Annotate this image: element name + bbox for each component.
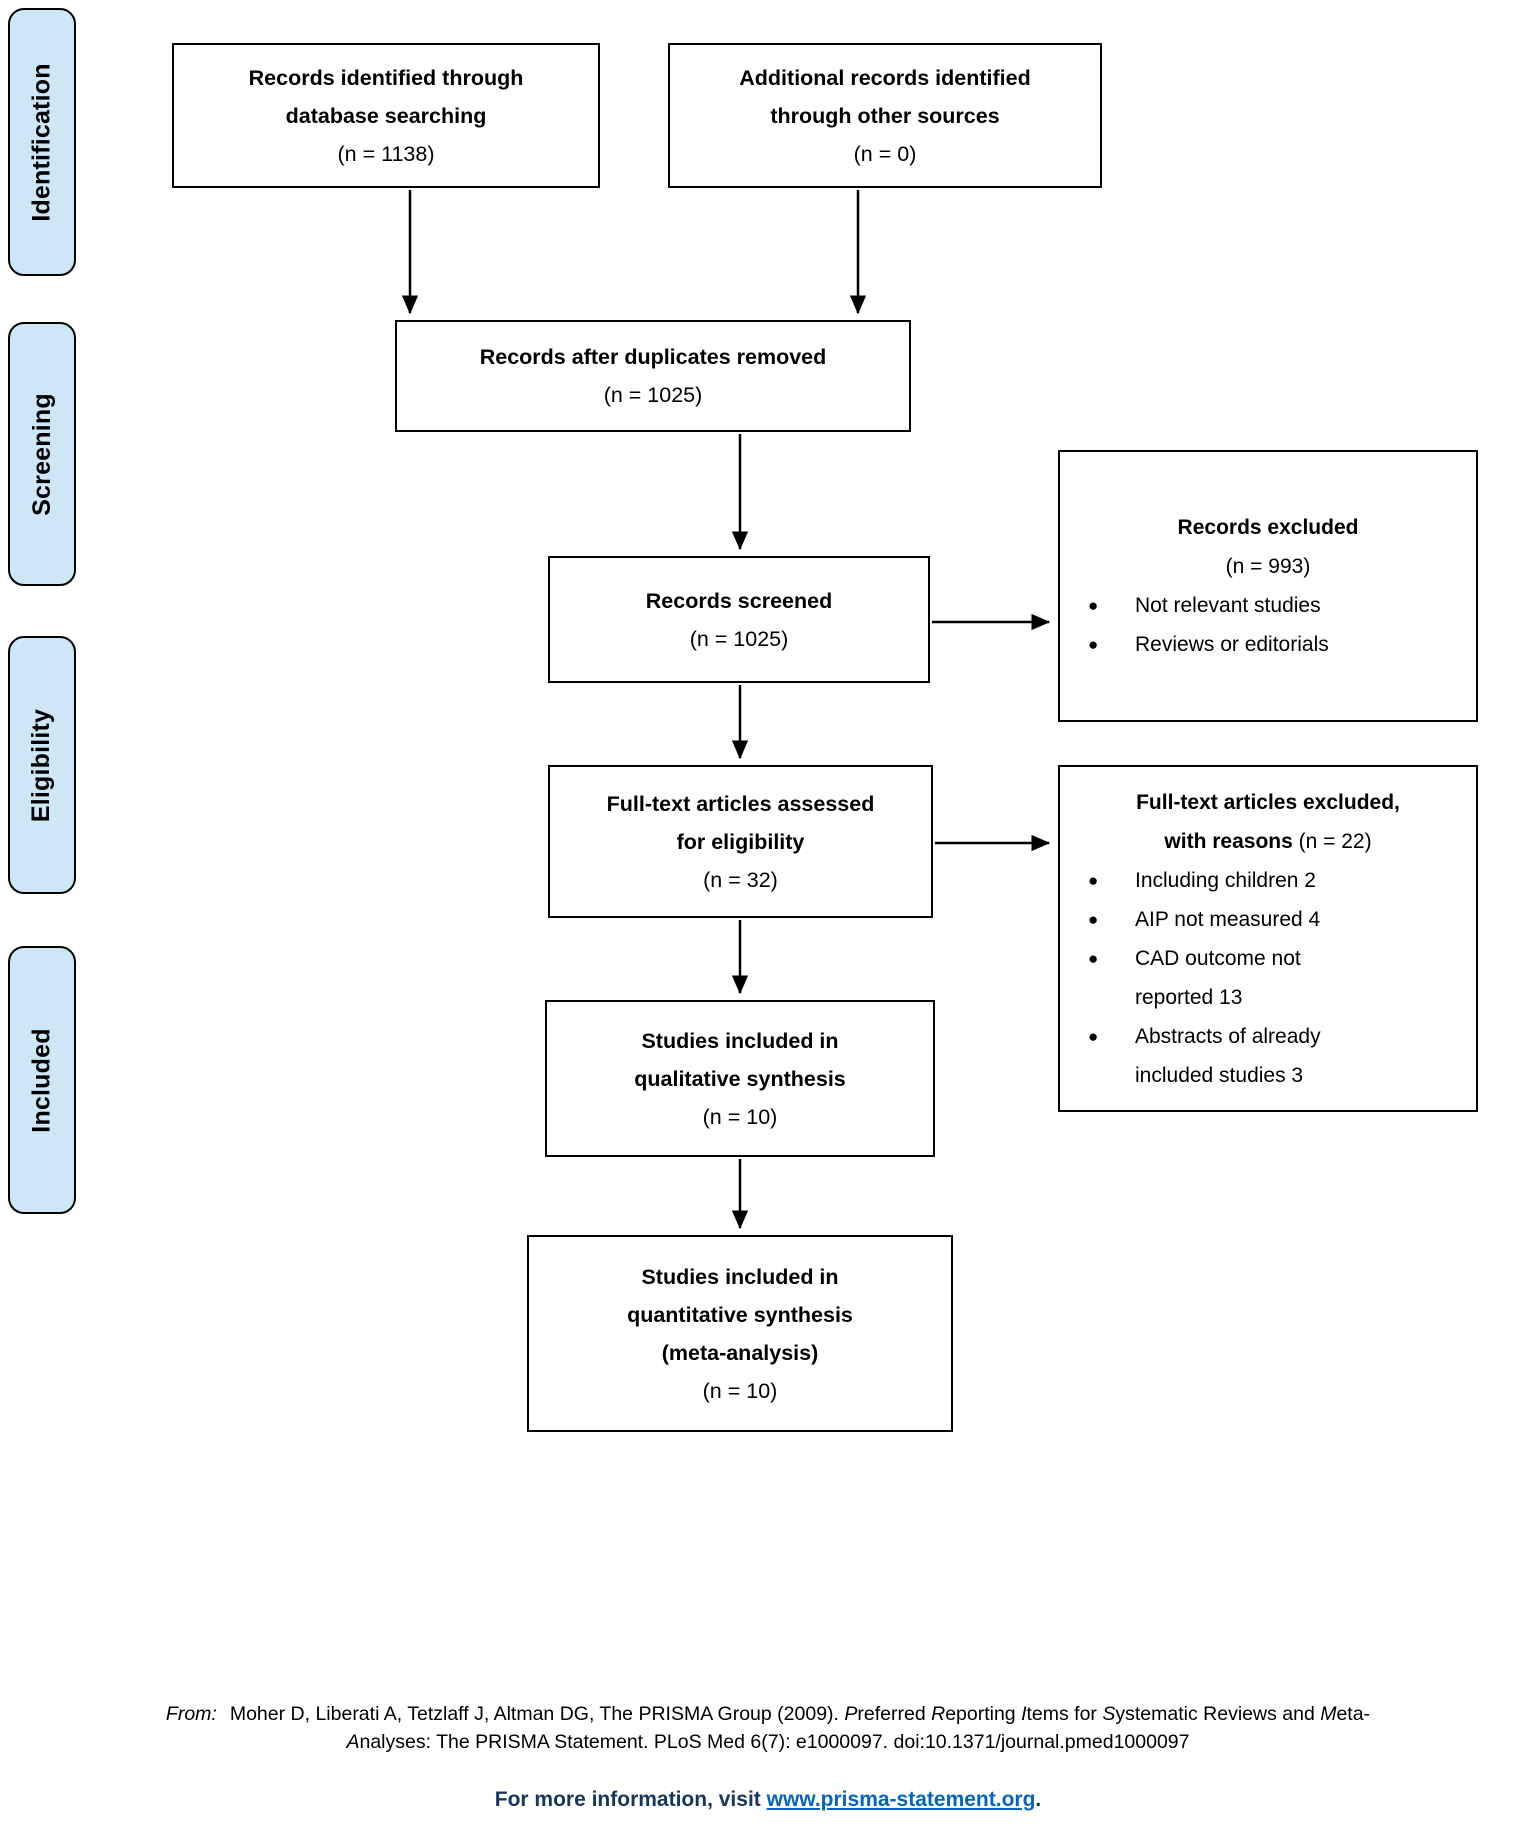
box-quantitative-line1: Studies included in bbox=[641, 1264, 839, 1289]
box-records-screened-count: (n = 1025) bbox=[689, 626, 789, 651]
box-quantitative-count: (n = 10) bbox=[702, 1378, 778, 1403]
reason-cad-outcome: CAD outcome not reported 13 bbox=[1135, 946, 1301, 1009]
stage-band-identification: Identification bbox=[8, 8, 76, 276]
bullet-icon: ● bbox=[1088, 596, 1099, 615]
box-quantitative-synthesis: Studies included in quantitative synthes… bbox=[527, 1235, 953, 1432]
box-fulltext-excluded-title: Full-text articles excluded, bbox=[1136, 790, 1400, 814]
citation-line2: nalyses: The PRISMA Statement. PLoS Med … bbox=[359, 1731, 1190, 1753]
reason-reviews-editorials: Reviews or editorials bbox=[1135, 633, 1329, 656]
box-records-screened: Records screened (n = 1025) bbox=[548, 556, 930, 683]
box-duplicates-removed: Records after duplicates removed (n = 10… bbox=[395, 320, 911, 432]
citation-line2-initial: A bbox=[346, 1731, 360, 1753]
list-item: ● AIP not measured 4 bbox=[1088, 900, 1462, 939]
bullet-icon: ● bbox=[1088, 909, 1099, 929]
more-info-period: . bbox=[1035, 1788, 1042, 1811]
records-excluded-reasons-list: ● Not relevant studies ● Reviews or edit… bbox=[1074, 586, 1462, 664]
box-duplicates-removed-count: (n = 1025) bbox=[603, 383, 703, 407]
list-item: ● Including children 2 bbox=[1088, 861, 1462, 900]
box-additional-records-line2: through other sources bbox=[770, 103, 1000, 128]
box-additional-records-line1: Additional records identified bbox=[739, 65, 1031, 90]
box-records-excluded-title: Records excluded bbox=[1177, 516, 1359, 539]
box-records-identified-line1: Records identified through bbox=[248, 65, 524, 90]
subtitle-with-reasons: with reasons bbox=[1164, 829, 1293, 853]
box-qualitative-line1: Studies included in bbox=[641, 1028, 839, 1053]
list-item: ● Reviews or editorials bbox=[1088, 625, 1462, 664]
box-records-excluded-count: (n = 993) bbox=[1225, 555, 1311, 578]
box-records-excluded: Records excluded (n = 993) ● Not relevan… bbox=[1058, 450, 1478, 722]
box-records-identified-count: (n = 1138) bbox=[337, 141, 435, 166]
box-fulltext-assessed: Full-text articles assessed for eligibil… bbox=[548, 765, 933, 918]
reason-including-children: Including children 2 bbox=[1135, 868, 1316, 892]
bullet-icon: ● bbox=[1088, 948, 1099, 968]
box-quantitative-line3: (meta-analysis) bbox=[661, 1340, 819, 1365]
box-additional-records-count: (n = 0) bbox=[853, 141, 917, 166]
citation: From: Moher D, Liberati A, Tetzlaff J, Al… bbox=[165, 1703, 1371, 1753]
box-records-identified-line2: database searching bbox=[285, 103, 487, 128]
box-fulltext-excluded-count: (n = 22) bbox=[1298, 829, 1372, 853]
bullet-icon: ● bbox=[1088, 1026, 1099, 1046]
box-records-screened-line1: Records screened bbox=[645, 588, 833, 613]
citation-authors: Moher D, Liberati A, Tetzlaff J, Altman … bbox=[229, 1703, 845, 1725]
box-fulltext-assessed-line2: for eligibility bbox=[676, 829, 805, 854]
reason-not-relevant: Not relevant studies bbox=[1135, 594, 1321, 617]
list-item: ● Abstracts of already included studies … bbox=[1088, 1017, 1462, 1095]
more-info-line: For more information, visit www.prisma-s… bbox=[0, 1788, 1536, 1812]
reason-aip-not-measured: AIP not measured 4 bbox=[1135, 907, 1321, 931]
citation-from-label: From: bbox=[165, 1703, 217, 1725]
stage-band-eligibility: Eligibility bbox=[8, 636, 76, 894]
box-qualitative-synthesis: Studies included in qualitative synthesi… bbox=[545, 1000, 935, 1157]
box-quantitative-line2: quantitative synthesis bbox=[627, 1302, 853, 1327]
list-item: ● Not relevant studies bbox=[1088, 586, 1462, 625]
fulltext-excluded-reasons-list: ● Including children 2 ● AIP not measure… bbox=[1074, 861, 1462, 1095]
box-fulltext-excluded: Full-text articles excluded, with reason… bbox=[1058, 765, 1478, 1112]
prisma-statement-link[interactable]: www.prisma-statement.org bbox=[766, 1788, 1036, 1811]
box-records-identified: Records identified through database sear… bbox=[172, 43, 600, 188]
stage-band-screening: Screening bbox=[8, 322, 76, 586]
list-item: ● CAD outcome not reported 13 bbox=[1088, 939, 1462, 1017]
bullet-icon: ● bbox=[1088, 635, 1099, 654]
stage-band-included: Included bbox=[8, 946, 76, 1214]
bullet-icon: ● bbox=[1088, 870, 1099, 890]
box-qualitative-count: (n = 10) bbox=[702, 1104, 778, 1129]
box-fulltext-assessed-count: (n = 32) bbox=[703, 867, 778, 892]
box-fulltext-excluded-subtitle: with reasons (n = 22) bbox=[1074, 822, 1462, 861]
reason-abstracts: Abstracts of already included studies 3 bbox=[1135, 1024, 1321, 1087]
box-qualitative-line2: qualitative synthesis bbox=[634, 1066, 846, 1091]
more-info-text: For more information, visit bbox=[494, 1788, 767, 1811]
box-duplicates-removed-line1: Records after duplicates removed bbox=[479, 345, 827, 369]
box-additional-records: Additional records identified through ot… bbox=[668, 43, 1102, 188]
box-fulltext-assessed-line1: Full-text articles assessed bbox=[606, 791, 875, 816]
